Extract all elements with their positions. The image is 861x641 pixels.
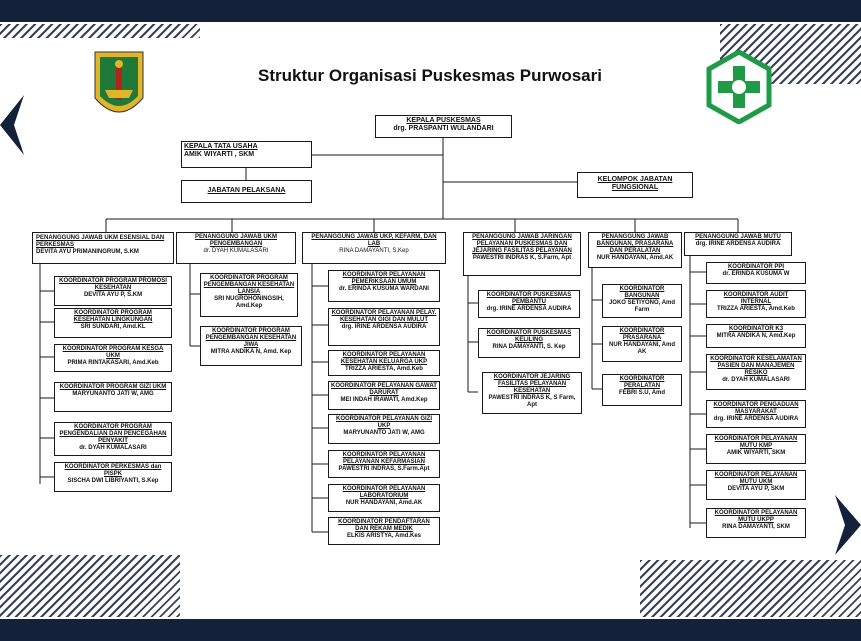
coord-item: KOORDINATOR PELAYANAN MUTU KMP AMIK WIYA… <box>706 434 806 464</box>
ktu-name: AMIK WIYARTI , SKM <box>184 151 255 159</box>
pelaksana-label: JABATAN PELAKSANA <box>207 187 286 194</box>
head-title: KEPALA PUSKESMAS <box>406 117 481 124</box>
decor-stripes-top <box>0 24 200 38</box>
coord-item: KOORDINATOR PROGRAM PENGEMBANGAN KESEHAT… <box>200 326 302 366</box>
top-bar <box>0 0 861 22</box>
coord-item: KOORDINATOR PUSKESMAS PEMBANTU drg. IRIN… <box>478 290 580 318</box>
coord-item: KOORDINATOR PELAYANAN KESEHATAN KELUARGA… <box>328 350 440 376</box>
coord-item: KOORDINATOR PROGRAM PROMOSI KESEHATAN DE… <box>54 276 172 306</box>
fungsional-box: KELOMPOK JABATAN FUNGSIONAL <box>577 172 693 198</box>
coord-item: KOORDINATOR PELAYANAN PELAY. KESEHATAN G… <box>328 308 440 346</box>
pj-header-4: PENANGGUNG JAWAB BANGUNAN, PRASARANA DAN… <box>588 232 682 268</box>
coord-item: KOORDINATOR PERKESMAS dan PISPK SISCHA D… <box>54 462 172 492</box>
coord-item: KOORDINATOR PELAYANAN PEMERIKSAAN UMUM d… <box>328 270 440 302</box>
fungsional-label: KELOMPOK JABATAN FUNGSIONAL <box>597 176 673 192</box>
coord-item: KOORDINATOR PUSKESMAS KELILING RINA DAMA… <box>478 328 580 358</box>
pj-header-5: PENANGGUNG JAWAB MUTU drg. IRINE ARDENSA… <box>684 232 792 256</box>
head-box: KEPALA PUSKESMAS drg. PRASPANTI WULANDAR… <box>375 115 512 138</box>
pj-header-2: PENANGGUNG JAWAB UKP, KEFARM, DAN LAB RI… <box>302 232 446 264</box>
decor-stripes-bottom-right <box>640 560 861 617</box>
coord-item: KOORDINATOR PPI dr. ERINDA KUSUMA W <box>706 262 806 284</box>
coord-item: KOORDINATOR PELAYANAN PELAYANAN KEFARMAS… <box>328 450 440 478</box>
chart-title: Struktur Organisasi Puskesmas Purwosari <box>258 66 602 85</box>
coord-item: KOORDINATOR PROGRAM GIZI UKM MARYUNANTO … <box>54 382 172 412</box>
coord-item: KOORDINATOR PELAYANAN GIZI UKP MARYUNANT… <box>328 414 440 444</box>
pelaksana-box: JABATAN PELAKSANA <box>181 180 312 203</box>
bottom-bar <box>0 619 861 641</box>
coord-item: KOORDINATOR PROGRAM KESEHATAN LINGKUNGAN… <box>54 308 172 338</box>
head-name: drg. PRASPANTI WULANDARI <box>393 125 494 133</box>
ktu-box: KEPALA TATA USAHA AMIK WIYARTI , SKM <box>181 141 312 168</box>
decor-chevron-right <box>835 495 861 555</box>
decor-chevron-left <box>0 95 24 155</box>
coord-item: KOORDINATOR PELAYANAN LABORATORIUM NUR H… <box>328 484 440 512</box>
coord-item: KOORDINATOR PENGADUAN MASYARAKAT drg. IR… <box>706 400 806 428</box>
coord-item: KOORDINATOR PENDAFTARAN DAN REKAM MEDIK … <box>328 517 440 545</box>
coord-item: KOORDINATOR PRASARANA NUR HANDAYANI, Amd… <box>602 326 682 362</box>
coord-item: KOORDINATOR PROGRAM PENGENDALIAN DAN PEN… <box>54 422 172 456</box>
coord-item: KOORDINATOR K3 MITRA ANDIKA N, Amd.Kep <box>706 324 806 348</box>
coord-item: KOORDINATOR AUDIT INTERNAL TRIZZA ARIEST… <box>706 290 806 318</box>
puskesmas-logo <box>706 49 772 125</box>
pj-header-1: PENANGGUNG JAWAB UKM PENGEMBANGAN dr. DY… <box>176 232 296 264</box>
decor-stripes-bottom-left <box>0 555 180 617</box>
coord-item: KOORDINATOR PROGRAM KESGA UKM PRIMA RINT… <box>54 344 172 372</box>
coord-item: KOORDINATOR BANGUNAN JOKO SETIYONO, Amd … <box>602 284 682 318</box>
pj-header-3: PENANGGUNG JAWAB JARINGAN PELAYANAN PUSK… <box>463 232 581 276</box>
city-crest-logo <box>93 50 145 124</box>
coord-item: KOORDINATOR JEJARING FASILITAS PELAYANAN… <box>482 372 582 414</box>
pj-header-0: PENANGGUNG JAWAB UKM ESENSIAL DAN PERKES… <box>32 232 174 264</box>
coord-item: KOORDINATOR PELAYANAN MUTU UKPP RINA DAM… <box>706 508 806 538</box>
ktu-title: KEPALA TATA USAHA <box>184 143 258 150</box>
coord-item: KOORDINATOR PERALATAN FEBRI S.U, Amd <box>602 374 682 406</box>
coord-item: KOORDINATOR PROGRAM PENGEMBANGAN KESEHAT… <box>200 273 298 317</box>
coord-item: KOORDINATOR PELAYANAN MUTU UKM DEVITA AY… <box>706 470 806 500</box>
coord-item: KOORDINATOR PELAYANAN GAWAT DARURAT MEI … <box>328 381 440 410</box>
coord-item: KOORDINATOR KESELAMATAN PASIEN DAN MANAJ… <box>706 354 806 390</box>
